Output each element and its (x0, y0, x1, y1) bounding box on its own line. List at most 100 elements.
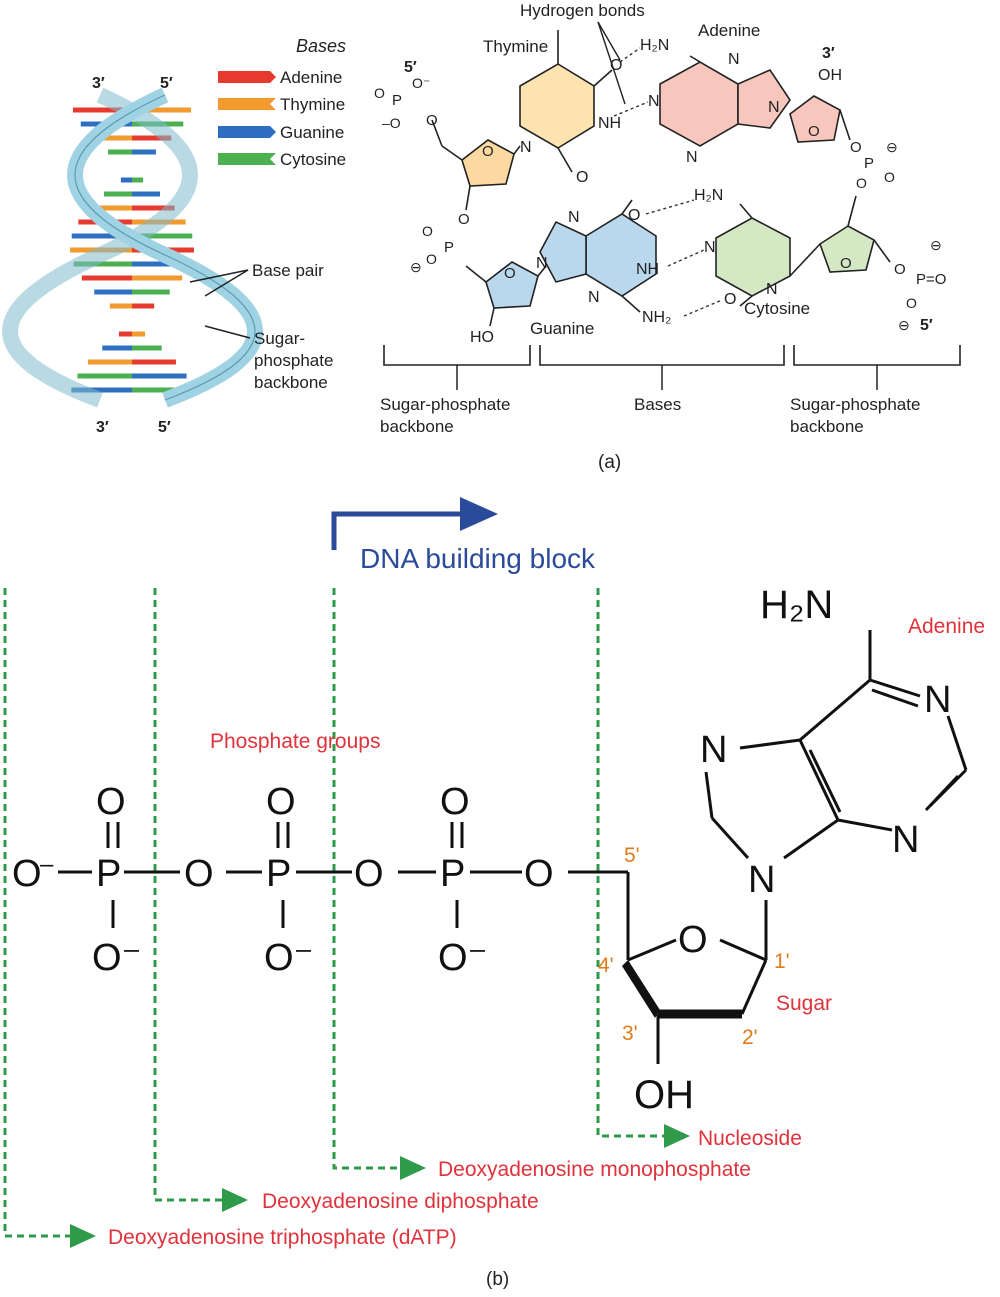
guanine-label: Guanine (530, 319, 594, 338)
cytosine-swatch-icon (218, 153, 276, 165)
thymine-ring (519, 63, 595, 149)
adenine-n3: N (892, 819, 919, 861)
helix-bottom-right-end: 5′ (158, 419, 171, 436)
o-minus-1: O⁻ (92, 937, 142, 979)
legend-label-cytosine: Cytosine (280, 150, 346, 169)
adenine-label-b: Adenine (908, 615, 985, 638)
adenine-n9: N (748, 859, 775, 901)
adenine-swatch-icon (218, 71, 276, 83)
phosphate-chain: O – P O P O P O O O O O⁻ O⁻ O⁻ (12, 781, 628, 979)
guanine-ring (585, 213, 657, 297)
svg-text:O: O (482, 143, 494, 160)
adenine-label: Adenine (698, 21, 760, 40)
carbon-5prime: 5' (624, 844, 640, 867)
svg-text:O: O (422, 223, 433, 239)
svg-text:–: – (40, 851, 54, 878)
bracket-mid: Bases (634, 395, 681, 414)
dna-building-block-label: DNA building block (360, 543, 596, 574)
sugar-adenine (789, 95, 841, 143)
dmp-arrow-icon (400, 1156, 426, 1180)
ddp-arrow-icon (222, 1188, 248, 1212)
legend-label-thymine: Thymine (280, 95, 345, 114)
sugar-cytosine (819, 225, 875, 273)
backbone-label-line2: phosphate (254, 351, 333, 370)
cytosine-label: Cytosine (744, 299, 810, 318)
bases-legend: Adenine Thymine Guanine Cytosine (218, 68, 346, 169)
thymine-swatch-icon (218, 98, 276, 110)
caption-a: (a) (598, 452, 621, 473)
helix-top-right-end: 5′ (160, 75, 173, 92)
svg-text:O: O (850, 139, 862, 156)
bases-legend-title: Bases (296, 36, 346, 56)
adenine-base: N N H₂N N N (700, 583, 968, 960)
cytosine-h2n: H₂N (694, 187, 723, 204)
dtp-label: Deoxyadenosine triphosphate (dATP) (108, 1226, 457, 1249)
caption-b: (b) (486, 1269, 509, 1290)
svg-text:O: O (96, 781, 126, 823)
dtp-arrow-icon (70, 1224, 96, 1248)
nucleoside-arrow-icon (664, 1124, 690, 1148)
svg-text:⊖: ⊖ (886, 139, 898, 155)
svg-text:N: N (766, 281, 778, 298)
base-pair-structure: O O NH N Thymine H₂N N N N N Adenine Hyd… (374, 1, 946, 346)
deoxyribose-sugar: O OH 5' 4' 3' 2' 1' (598, 844, 790, 1117)
cytosine-ring (715, 217, 791, 297)
adenine-n1: N (924, 679, 951, 721)
legend-item-guanine: Guanine (218, 123, 344, 142)
svg-text:O: O (884, 169, 895, 185)
svg-text:N: N (568, 209, 580, 226)
svg-text:P=O: P=O (916, 271, 946, 288)
svg-text:O: O (808, 123, 820, 140)
carbon-3prime: 3' (622, 1022, 638, 1045)
svg-text:O: O (426, 251, 437, 267)
svg-text:O: O (678, 919, 708, 961)
helix-callouts: Base pair Sugar- phosphate backbone (189, 261, 333, 392)
svg-text:O: O (184, 853, 214, 895)
legend-item-thymine: Thymine (218, 95, 345, 114)
svg-text:O: O (504, 265, 516, 282)
adenine-ring (659, 61, 739, 147)
svg-text:O: O (458, 211, 470, 228)
nucleoside-label: Nucleoside (698, 1127, 802, 1150)
dmp-label: Deoxyadenosine monophosphate (438, 1158, 751, 1181)
svg-text:O: O (440, 781, 470, 823)
top-oh: OH (818, 67, 842, 84)
hydrogen-bonds-label: Hydrogen bonds (520, 1, 645, 20)
svg-text:⊖: ⊖ (410, 259, 422, 275)
svg-text:O: O (628, 207, 640, 224)
bottom-ho: HO (470, 329, 494, 346)
svg-text:O: O (906, 295, 917, 311)
region-brackets: Sugar-phosphate backbone Bases Sugar-pho… (380, 345, 961, 436)
top-5prime: 5′ (404, 59, 417, 76)
svg-text:O: O (576, 169, 588, 186)
svg-text:O: O (266, 781, 296, 823)
adenine-h2n: H₂N (760, 583, 833, 627)
sugar-guanine (485, 261, 539, 309)
svg-text:N: N (704, 239, 716, 256)
legend-label-adenine: Adenine (280, 68, 342, 87)
helix-top-left-end: 3′ (92, 75, 105, 92)
sugar-thymine (461, 139, 515, 187)
bracket-right-line2: backbone (790, 417, 864, 436)
ddp-label: Deoxyadenosine diphosphate (262, 1190, 539, 1213)
svg-text:O: O (374, 85, 385, 101)
svg-text:N: N (520, 139, 532, 156)
phosphate-groups-label: Phosphate groups (210, 730, 380, 753)
svg-text:N: N (728, 51, 740, 68)
bracket-right-line1: Sugar-phosphate (790, 395, 920, 414)
svg-text:P: P (440, 853, 465, 895)
legend-label-guanine: Guanine (280, 123, 344, 142)
svg-text:O: O (894, 261, 906, 278)
thymine-nh: NH (598, 115, 621, 132)
backbone-label-line3: backbone (254, 373, 328, 392)
svg-text:P: P (392, 92, 402, 109)
svg-text:P: P (96, 853, 121, 895)
dna-building-block-arrow: DNA building block (331, 497, 596, 574)
thymine-label: Thymine (483, 37, 548, 56)
guanine-swatch-icon (218, 126, 276, 138)
svg-text:N: N (648, 93, 660, 110)
svg-text:N: N (768, 99, 780, 116)
svg-text:⊖: ⊖ (930, 237, 942, 253)
carbon-1prime: 1' (774, 950, 790, 973)
